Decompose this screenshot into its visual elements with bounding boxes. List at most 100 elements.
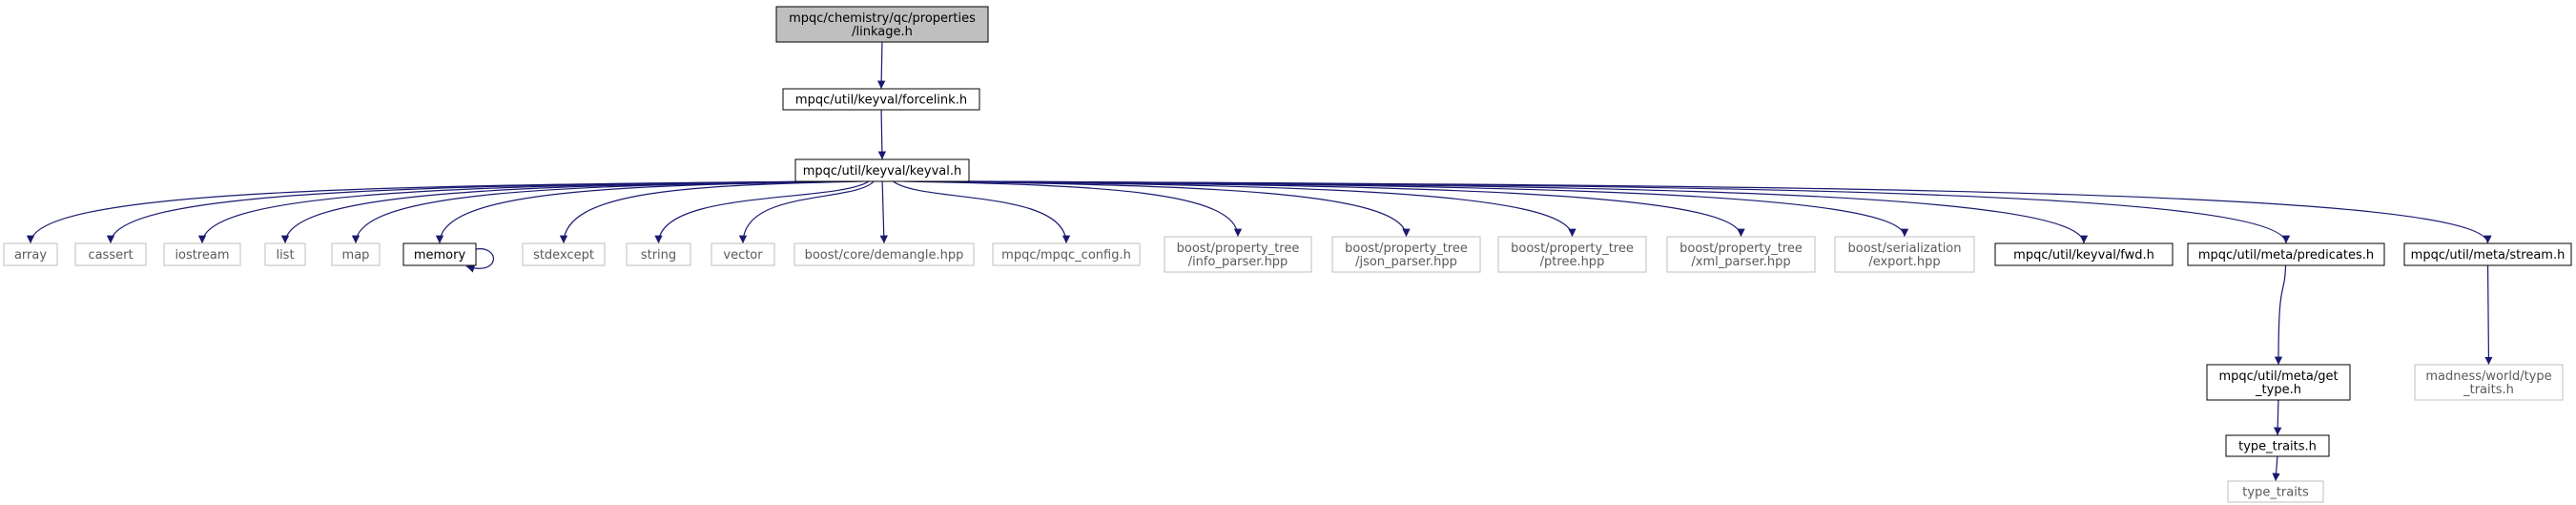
node-label: map (342, 248, 370, 263)
node-array: array (3, 242, 58, 266)
node-label: type_traits.h (2238, 440, 2317, 454)
node-label: /info_parser.hpp (1188, 255, 1288, 269)
node-forcelink[interactable]: mpqc/util/keyval/forcelink.h (782, 88, 980, 111)
node-mpqc-config: mpqc/mpqc_config.h (992, 242, 1141, 266)
node-label: /ptree.hpp (1540, 255, 1605, 269)
node-box (711, 242, 775, 266)
node-stream[interactable]: mpqc/util/meta/stream.h (2403, 242, 2572, 266)
node-demangle: boost/core/demangle.hpp (793, 242, 975, 266)
node-box (1666, 236, 1816, 273)
node-map: map (331, 242, 381, 266)
edge-predicates-to-get_type (2274, 264, 2287, 366)
node-label: _type.h (2255, 383, 2301, 397)
node-label: iostream (175, 248, 229, 263)
node-label: boost/core/demangle.hpp (805, 248, 964, 263)
node-box (2414, 364, 2564, 401)
node-label: vector (723, 248, 763, 263)
node-box (1994, 242, 2174, 266)
node-box (782, 88, 980, 111)
node-label: mpqc/util/keyval/fwd.h (2013, 248, 2154, 263)
node-export: boost/serialization/export.hpp (1834, 236, 1975, 273)
node-box (1834, 236, 1975, 273)
node-cassert: cassert (74, 242, 147, 266)
edge-keyval-to-json_parser (913, 180, 1411, 238)
edge-keyval-to-cassert (106, 180, 836, 244)
nodes-layer: mpqc/chemistry/qc/properties/linkage.hmp… (3, 6, 2572, 503)
edge-type_traits_h-to-type_traits (2272, 455, 2280, 482)
node-box (3, 242, 58, 266)
edge-keyval-to-string (654, 180, 870, 244)
node-type-traits-h[interactable]: type_traits.h (2225, 434, 2330, 457)
node-label: stdexcept (533, 248, 594, 263)
node-label: boost/property_tree (1177, 242, 1300, 256)
edge-keyval-to-vector (738, 180, 875, 244)
node-get-type[interactable]: mpqc/util/meta/get_type.h (2206, 364, 2351, 401)
node-box (775, 6, 989, 43)
node-label: _traits.h (2463, 383, 2514, 397)
node-keyval[interactable]: mpqc/util/keyval/keyval.h (794, 158, 970, 182)
node-vector: vector (711, 242, 775, 266)
node-box (1497, 236, 1647, 273)
node-string: string (626, 242, 691, 266)
node-label: type_traits (2242, 486, 2309, 500)
node-label: madness/world/type (2425, 369, 2551, 384)
node-label: boost/property_tree (1680, 242, 1803, 256)
edge-keyval-to-memory (435, 180, 856, 244)
edge-stream-to-madness (2484, 264, 2493, 366)
edge-keyval-to-iostream (197, 180, 842, 244)
node-fwd[interactable]: mpqc/util/keyval/fwd.h (1994, 242, 2174, 266)
node-label: mpqc/util/meta/predicates.h (2198, 248, 2374, 263)
node-label: cassert (88, 248, 133, 263)
node-iostream: iostream (163, 242, 241, 266)
edge-keyval-to-stream (962, 180, 2492, 244)
node-info-parser: boost/property_tree/info_parser.hpp (1164, 236, 1312, 273)
node-label: boost/serialization (1847, 242, 1961, 256)
node-ptree: boost/property_tree/ptree.hpp (1497, 236, 1647, 273)
node-box (402, 242, 477, 266)
node-predicates[interactable]: mpqc/util/meta/predicates.h (2187, 242, 2385, 266)
node-json-parser: boost/property_tree/json_parser.hpp (1331, 236, 1481, 273)
edge-memory-to-memory (465, 248, 494, 273)
edge-keyval-to-predicates (962, 180, 2291, 244)
node-box (992, 242, 1141, 266)
node-label: boost/property_tree (1345, 242, 1468, 256)
node-box (794, 158, 970, 182)
node-label: mpqc/chemistry/qc/properties (789, 11, 976, 26)
node-label: boost/property_tree (1511, 242, 1634, 256)
node-box (163, 242, 241, 266)
node-box (331, 242, 381, 266)
node-box (1164, 236, 1312, 273)
node-box (2225, 434, 2330, 457)
node-label: /xml_parser.hpp (1691, 255, 1790, 269)
node-label: mpqc/util/keyval/keyval.h (803, 164, 961, 179)
node-label: /json_parser.hpp (1355, 255, 1457, 269)
node-box (1331, 236, 1481, 273)
node-box (74, 242, 147, 266)
edge-keyval-to-map (351, 180, 851, 244)
node-box (2206, 364, 2351, 401)
node-box (522, 242, 606, 266)
edge-keyval-to-mpqc_config (893, 180, 1071, 244)
node-linkage[interactable]: mpqc/chemistry/qc/properties/linkage.h (775, 6, 989, 43)
node-box (2187, 242, 2385, 266)
edge-linkage-to-forcelink (876, 41, 886, 90)
node-label: memory (414, 248, 466, 263)
node-box (793, 242, 975, 266)
node-label: array (14, 248, 47, 263)
edge-keyval-to-demangle (879, 180, 888, 244)
node-list: list (264, 242, 306, 266)
edge-keyval-to-ptree (923, 180, 1577, 238)
node-box (2403, 242, 2572, 266)
node-label: list (276, 248, 294, 263)
node-label: string (641, 248, 676, 263)
node-memory[interactable]: memory (402, 242, 477, 266)
node-box (264, 242, 306, 266)
node-stdexcept: stdexcept (522, 242, 606, 266)
node-box (2227, 480, 2324, 503)
edge-keyval-to-stdexcept (559, 180, 863, 244)
edge-keyval-to-info_parser (903, 180, 1243, 238)
node-label: /linkage.h (852, 25, 913, 39)
node-type-traits: type_traits (2227, 480, 2324, 503)
node-label: mpqc/util/keyval/forcelink.h (795, 94, 967, 108)
